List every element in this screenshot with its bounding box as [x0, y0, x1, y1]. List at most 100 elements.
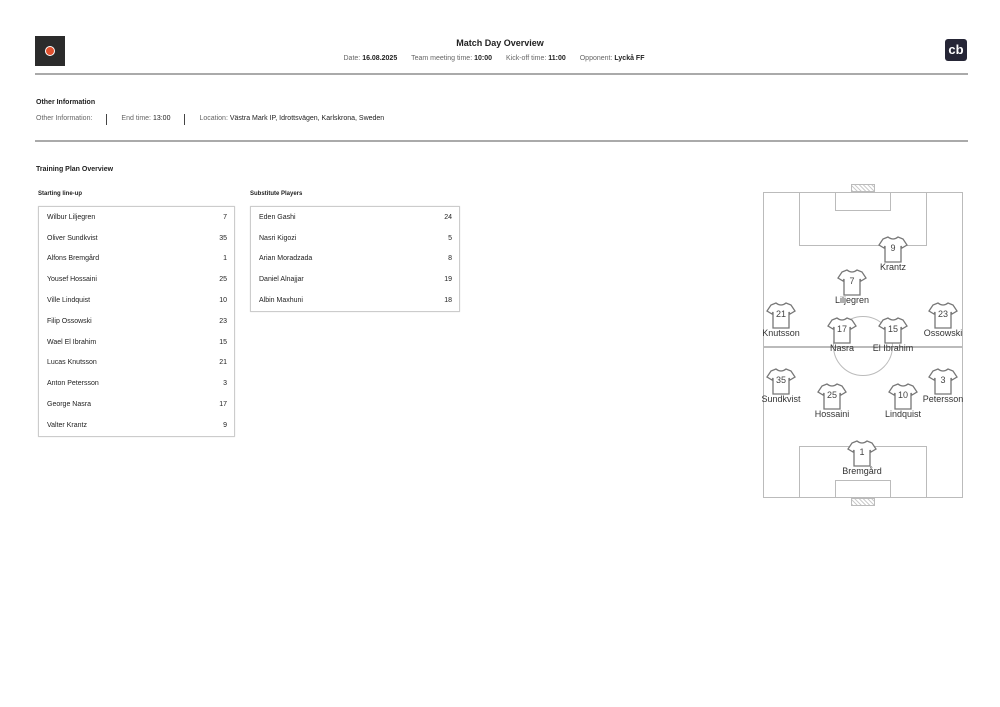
shirt-icon: 1 [832, 438, 892, 468]
player-row: Albin Maxhuni 18 [251, 290, 459, 311]
pitch-player-name: Petersson [922, 394, 964, 404]
player-number: 5 [448, 234, 452, 242]
kickoff-value: 11:00 [548, 55, 566, 62]
player-name: Eden Gashi [259, 213, 296, 221]
pitch-player-name: El Ibrahim [872, 343, 914, 353]
player-number: 35 [219, 234, 227, 242]
player-name: Nasri Kigozi [259, 234, 297, 242]
shirt-icon: 9 [863, 234, 923, 264]
shirt-icon: 10 [873, 381, 933, 411]
meeting-value: 10:00 [474, 55, 493, 62]
player-number: 23 [219, 317, 227, 325]
player-number: 15 [219, 338, 227, 346]
pitch-player-name: Lindquist [884, 409, 922, 419]
brand-logo: cb [945, 39, 967, 61]
shirt-number: 15 [887, 324, 898, 334]
page-title: Match Day Overview [456, 38, 544, 48]
goal-area-top [835, 192, 891, 211]
player-row: Valter Krantz 9 [39, 415, 234, 436]
shirt-number: 21 [775, 309, 786, 319]
player-name: Daniel Alnajjar [259, 276, 304, 284]
player-row: Alfons Bremgård 1 [39, 249, 234, 270]
other-info-label: Other Information: [36, 115, 93, 122]
player-number: 25 [219, 276, 227, 284]
pitch-player-name: Ossowski [923, 328, 963, 338]
player-row: Yousef Hossaini 25 [39, 269, 234, 290]
pitch-player-name: Krantz [879, 262, 906, 272]
opponent-label: Opponent: [579, 55, 613, 62]
player-name: Filip Ossowski [47, 317, 92, 325]
shirt-icon: 17 [812, 315, 872, 345]
meeting-label: Team meeting time: [411, 55, 473, 62]
opponent-value: Lyckå FF [614, 55, 645, 62]
shirt-icon: 7 [822, 267, 882, 297]
player-number: 17 [219, 401, 227, 409]
location-label: Location: [199, 115, 228, 122]
divider [35, 73, 968, 75]
other-info-row: Other Information: End time: 13:00 Locat… [36, 114, 385, 126]
player-row: Oliver Sundkvist 35 [39, 228, 234, 249]
player-number: 24 [444, 213, 452, 221]
player-number: 3 [223, 380, 227, 388]
shirt-icon: 21 [751, 300, 811, 330]
date-label: Date: [343, 55, 361, 62]
player-name: Oliver Sundkvist [47, 234, 98, 242]
shirt-number: 7 [849, 276, 855, 286]
player-number: 1 [223, 255, 227, 263]
player-row: Wael El Ibrahim 15 [39, 332, 234, 353]
player-number: 7 [223, 213, 227, 221]
center-circle [833, 316, 893, 376]
player-row: Filip Ossowski 23 [39, 311, 234, 332]
goal-area-bottom [835, 480, 891, 498]
divider [35, 140, 968, 142]
pitch-player-name: Nasra [829, 343, 854, 353]
kickoff-label: Kick-off time: [505, 55, 547, 62]
player-row: Eden Gashi 24 [251, 207, 459, 228]
player-number: 9 [223, 421, 227, 429]
end-time-value: 13:00 [152, 115, 171, 122]
club-logo [35, 36, 65, 66]
player-number: 8 [448, 255, 452, 263]
shirt-number: 17 [836, 324, 847, 334]
shirt-number: 25 [826, 390, 837, 400]
location-value: Västra Mark IP, Idrottsvägen, Karlskrona… [229, 115, 385, 122]
date-value: 16.08.2025 [362, 55, 398, 62]
player-name: Albin Maxhuni [259, 297, 303, 305]
training-plan-heading: Training Plan Overview [36, 166, 114, 173]
shirt-icon: 25 [802, 381, 862, 411]
player-name: Ville Lindquist [47, 297, 91, 305]
shirt-number: 10 [897, 390, 908, 400]
ball-icon [45, 46, 55, 56]
player-name: Lucas Knutsson [47, 359, 97, 367]
shirt-number: 3 [940, 375, 946, 385]
player-name: Valter Krantz [47, 421, 87, 429]
player-number: 10 [219, 297, 227, 305]
shirt-number: 1 [859, 447, 865, 457]
shirt-number: 9 [890, 243, 896, 253]
player-name: Yousef Hossaini [47, 276, 97, 284]
player-number: 19 [444, 276, 452, 284]
shirt-icon: 35 [751, 366, 811, 396]
player-row: Ville Lindquist 10 [39, 290, 234, 311]
pitch-player: 15 El Ibrahim [863, 315, 923, 353]
pitch-player-name: Sundkvist [761, 394, 801, 404]
substitutes-heading: Substitute Players [250, 191, 303, 197]
player-number: 18 [444, 297, 452, 305]
player-name: Wael El Ibrahim [47, 338, 97, 346]
player-name: Alfons Bremgård [47, 255, 100, 263]
match-meta: Date: 16.08.2025 Team meeting time: 10:0… [0, 55, 1000, 62]
